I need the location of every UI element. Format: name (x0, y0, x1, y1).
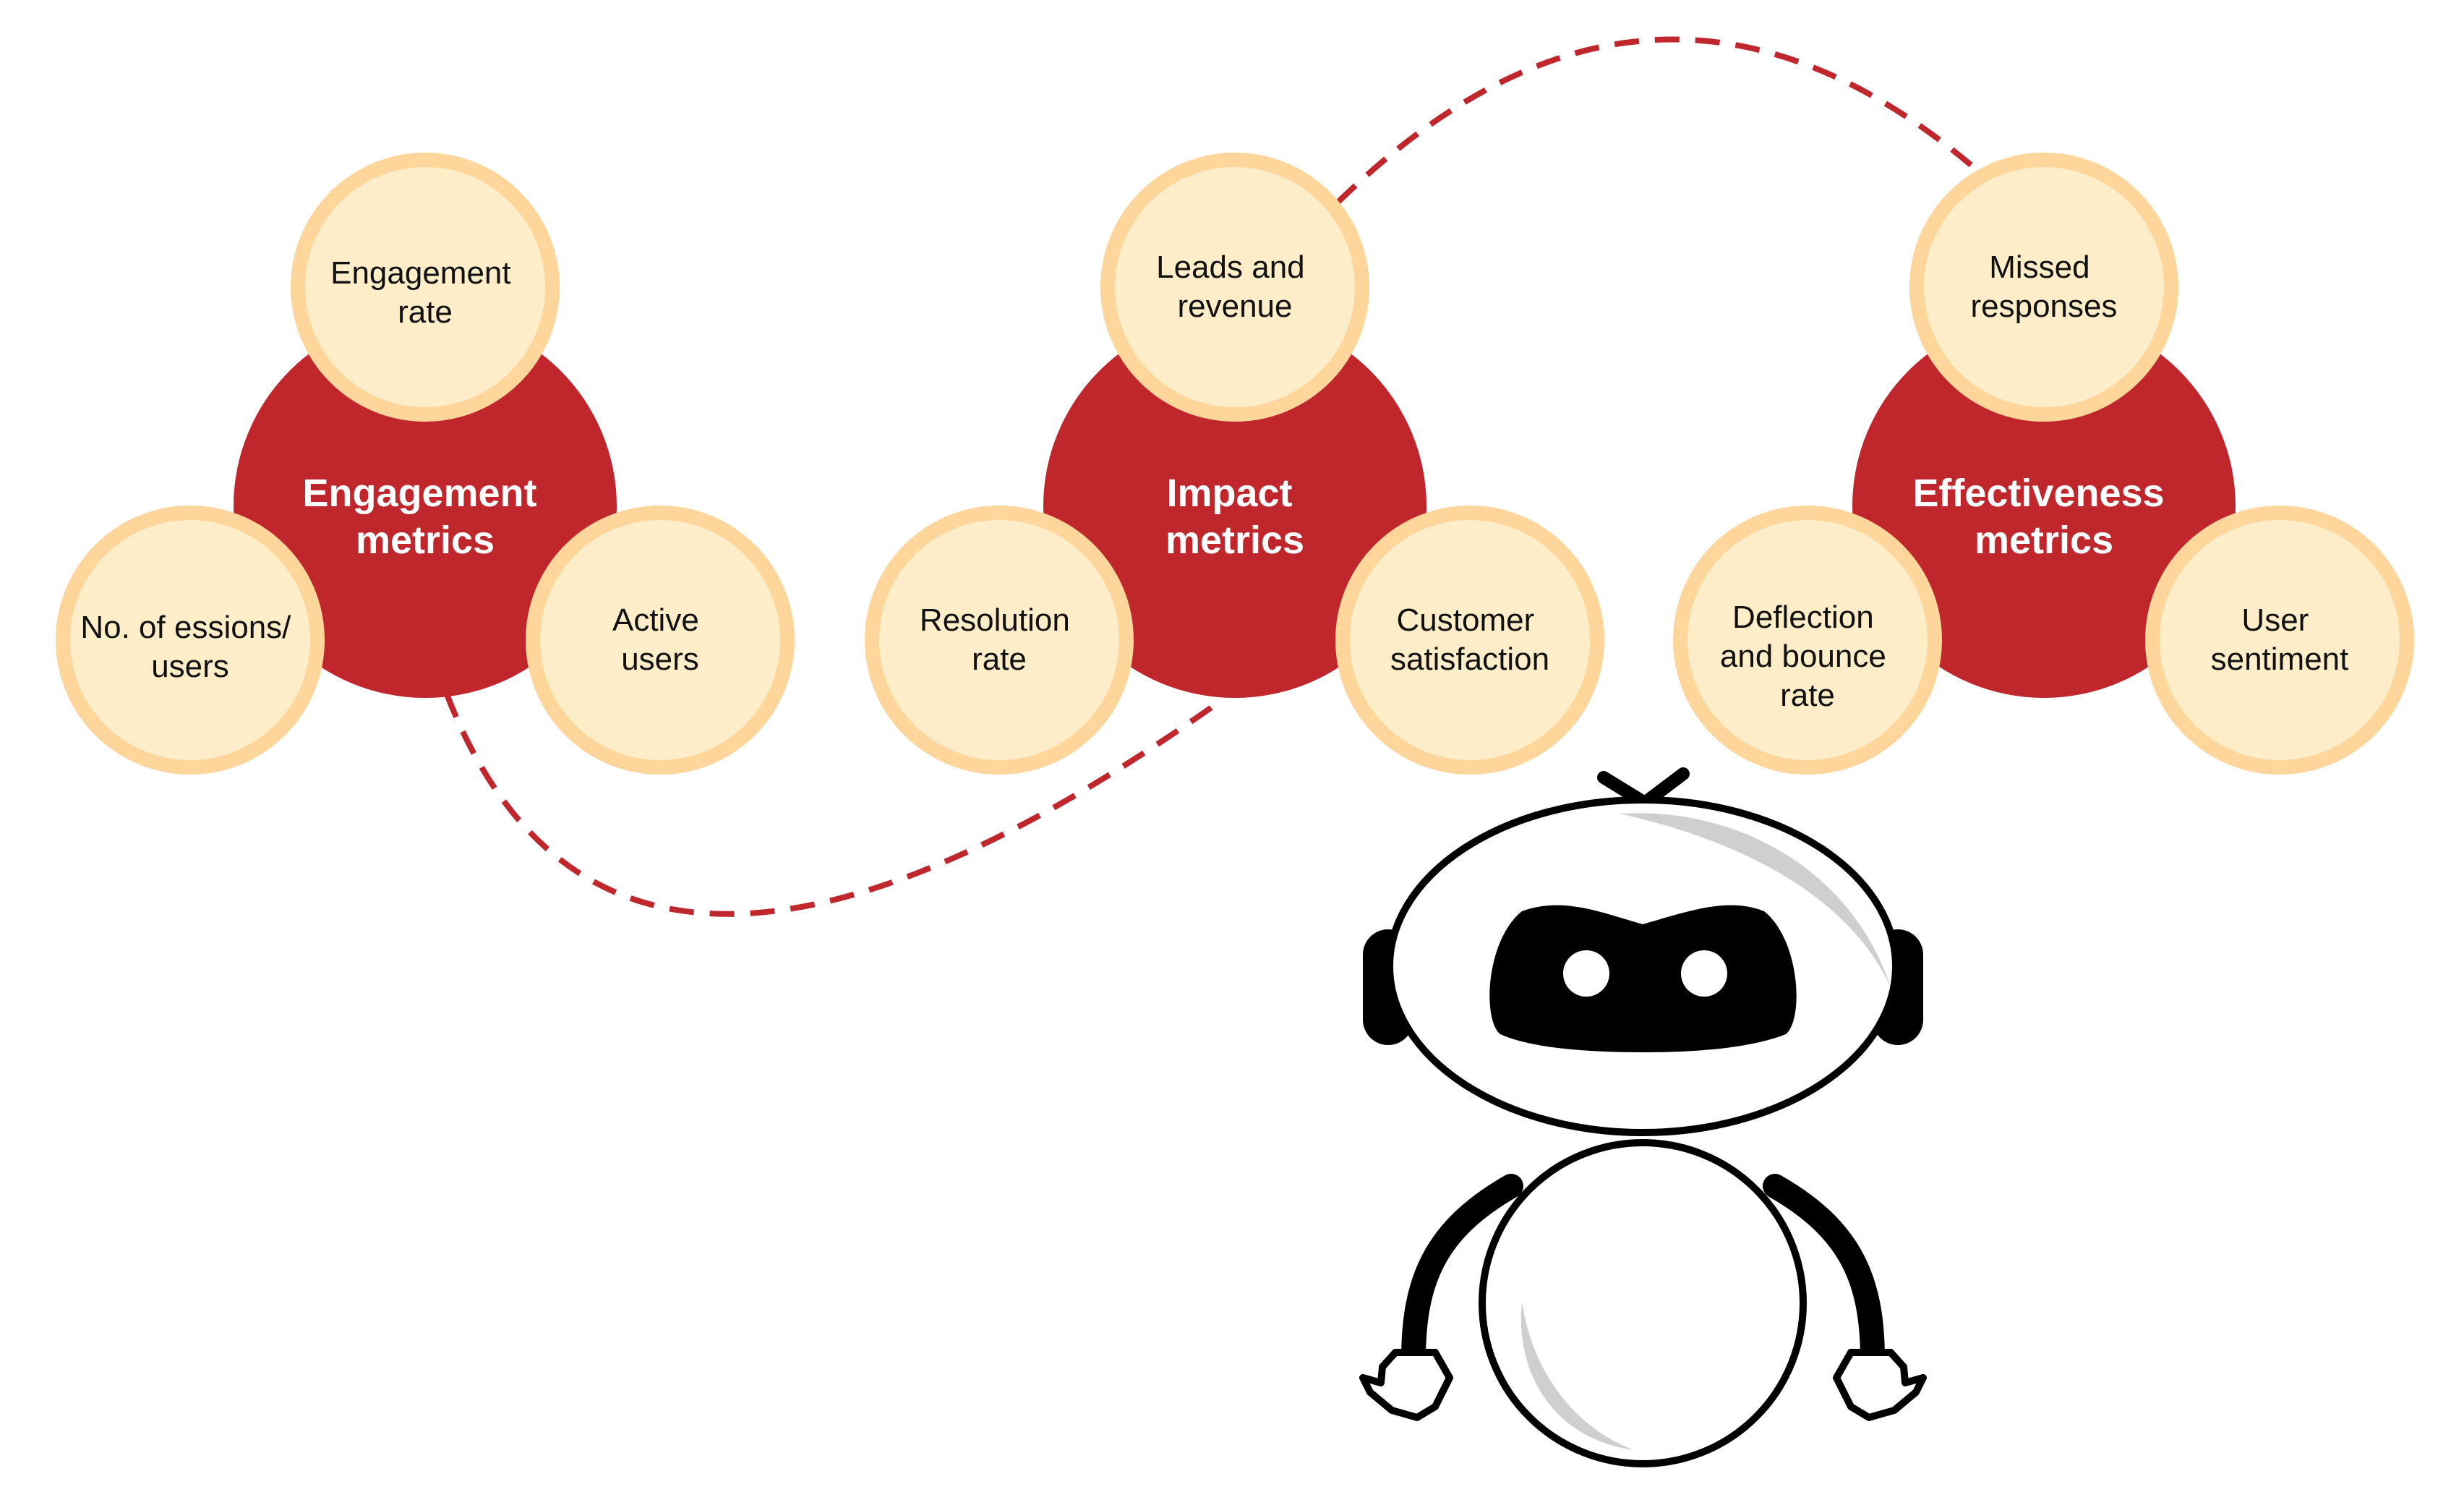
petal-left (1673, 506, 1942, 775)
core-label: Effectiveness metrics (1912, 472, 2175, 562)
petal-label-left: Deflection and bounce rate (1720, 600, 1895, 713)
petal-label-top: Missed responses (1970, 250, 2117, 324)
petal-top (1100, 153, 1369, 422)
core-label: Engagement metrics (302, 472, 547, 562)
robot-right-eye (1681, 950, 1727, 997)
petal-label-right: Active users (612, 602, 708, 677)
core-label: Impact metrics (1165, 472, 1304, 562)
petal-label-top: Leads and revenue (1156, 250, 1314, 324)
robot-right-arm (1763, 1174, 1885, 1372)
core-circle (234, 315, 617, 698)
robot-left-arm (1401, 1174, 1523, 1372)
robot-head-shine (1620, 813, 1891, 987)
petal-top (1909, 153, 2178, 422)
petal-left (56, 506, 325, 775)
robot-left-eye (1563, 950, 1609, 997)
robot-left-hand (1359, 1349, 1453, 1421)
petal-label-left: Resolution rate (920, 602, 1079, 677)
core-circle (1043, 315, 1426, 698)
petal-label-right: Customer satisfaction (1390, 602, 1549, 677)
petal-top (291, 153, 560, 422)
petal-left (865, 506, 1134, 775)
robot-body-shine (1520, 1302, 1634, 1450)
core-circle (1852, 315, 2236, 698)
cluster-effectiveness: Effectiveness metrics Missed responses D… (1673, 153, 2414, 775)
petal-label-left: No. of essions/ users (80, 610, 299, 684)
connector-engagement-impact (444, 693, 1217, 917)
cluster-engagement: Engagement metrics Engagement rate No. o… (56, 153, 795, 775)
petal-right (2145, 506, 2414, 775)
petal-right (526, 506, 795, 775)
petal-label-top: Engagement rate (330, 255, 520, 330)
cluster-impact: Impact metrics Leads and revenue Resolut… (865, 153, 1604, 775)
robot-right-hand (1833, 1349, 1927, 1421)
petal-label-right: User sentiment (2211, 602, 2349, 677)
robot-visor (1489, 905, 1797, 1052)
robot-body (1479, 1139, 1807, 1467)
robot-mascot-icon (1359, 767, 1927, 1467)
petal-right (1335, 506, 1604, 775)
connector-impact-effectiveness (1335, 36, 1983, 205)
